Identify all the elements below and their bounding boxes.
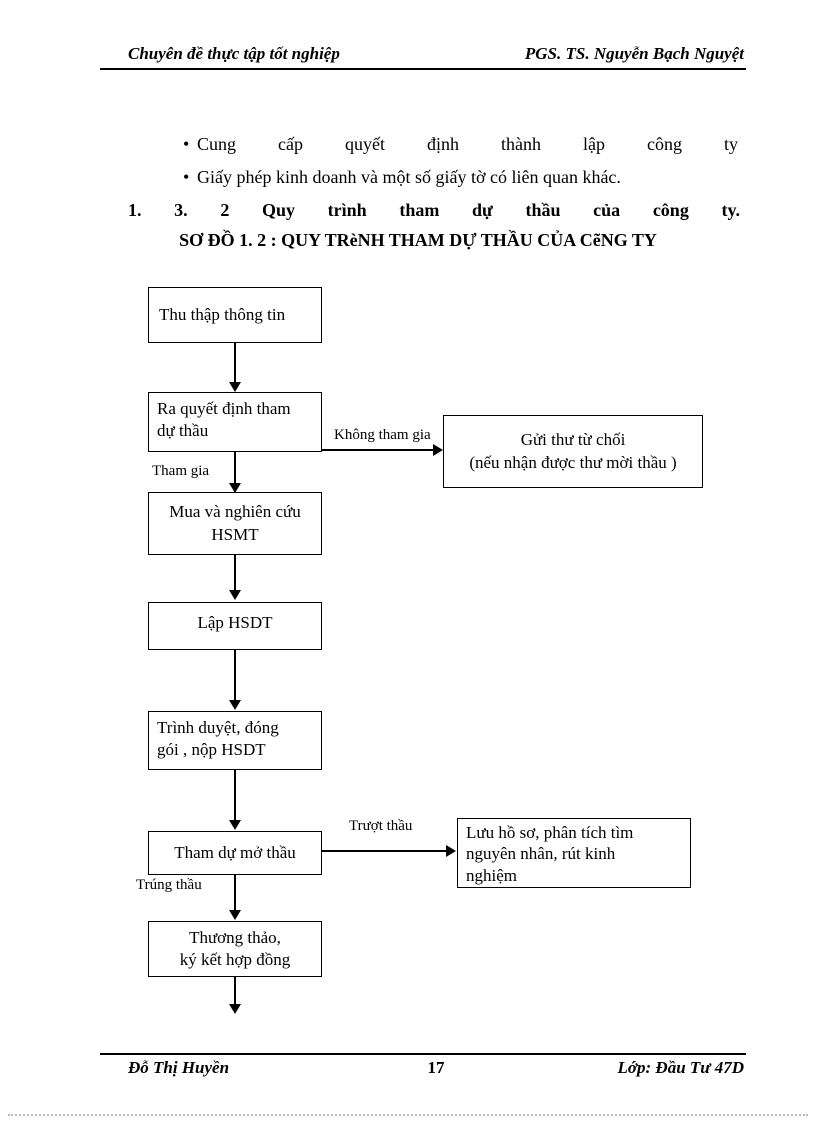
page-number: 17	[427, 1058, 445, 1077]
footer-author-name: Đỗ Thị Huyền	[128, 1058, 230, 1077]
flow-node-label: Tham dự mở thầu	[174, 842, 296, 862]
flow-node-label: Lưu hồ sơ, phân tích tìm	[466, 823, 634, 842]
arrow-down-icon	[229, 820, 241, 830]
flow-node-decide-bid: Ra quyết định tham dự thầu	[148, 392, 322, 452]
flow-node-buy-study-hsmt: Mua và nghiên cứu HSMT	[148, 492, 322, 555]
bullet-item-business-license: Giấy phép kinh doanh và một số giấy tờ c…	[197, 167, 621, 187]
flow-node-label: Thương thảo,	[189, 927, 281, 947]
footer-class-name: Lớp: Đầu Tư 47D	[617, 1058, 745, 1077]
edge-label-lose-bid: Trượt thầu	[349, 818, 413, 834]
flow-node-label: Lập HSDT	[197, 613, 273, 632]
edge-label-win-bid: Trúng thầu	[136, 877, 202, 893]
flow-node-label: (nếu nhận được thư mời thầu )	[469, 452, 677, 472]
flow-node-prepare-hsdt: Lập HSDT	[148, 602, 322, 650]
flow-node-label: Gửi thư từ chối	[520, 430, 626, 450]
flow-node-submit-hsdt: Trình duyệt, đóng gói , nộp HSDT	[148, 711, 322, 770]
arrow-down-icon	[229, 700, 241, 710]
flow-connector-line	[234, 343, 236, 384]
arrow-right-icon	[433, 444, 443, 456]
flow-connector-line	[322, 449, 434, 451]
section-heading: 1. 3. 2 Quy trình tham dự thầu của công …	[128, 200, 740, 220]
flow-node-label: gói , nộp HSDT	[157, 740, 266, 760]
bullet-marker: •	[183, 134, 190, 154]
flow-node-label: Ra quyết định tham	[157, 399, 291, 418]
flow-node-label: dự thầu	[157, 421, 209, 441]
flow-node-label: Thu thập thông tin	[159, 304, 286, 324]
arrow-down-icon	[229, 1004, 241, 1014]
bullet-item-company-decision: Cung cấp quyết định thành lập công ty	[197, 134, 738, 154]
arrow-down-icon	[229, 483, 241, 493]
flow-node-archive-analyze: Lưu hồ sơ, phân tích tìm nguyên nhân, rú…	[457, 818, 691, 888]
flow-node-label: Mua và nghiên cứu	[169, 502, 301, 522]
edge-label-no-join: Không tham gia	[334, 427, 431, 443]
dotted-divider	[8, 1114, 808, 1116]
flow-connector-line	[234, 555, 236, 592]
arrow-right-icon	[446, 845, 456, 857]
page-header: Chuyên đề thực tập tốt nghiệp PGS. TS. N…	[100, 44, 746, 70]
flow-node-label: Trình duyệt, đóng	[157, 718, 279, 737]
arrow-down-icon	[229, 590, 241, 600]
flow-node-send-refusal: Gửi thư từ chối (nếu nhận được thư mời t…	[443, 415, 703, 488]
flow-connector-line	[234, 770, 236, 822]
flow-connector-line	[322, 850, 447, 852]
header-report-title: Chuyên đề thực tập tốt nghiệp	[128, 44, 340, 63]
bullet-marker: •	[183, 167, 190, 187]
flow-node-collect-info: Thu thập thông tin	[148, 287, 322, 343]
flow-node-negotiate-contract: Thương thảo, ký kết hợp đồng	[148, 921, 322, 977]
flow-node-label: nguyên nhân, rút kinh	[466, 844, 616, 864]
flow-connector-line	[234, 452, 236, 485]
flow-node-label: nghiệm	[466, 865, 517, 885]
flow-connector-line	[234, 650, 236, 702]
diagram-title: SƠ ĐỒ 1. 2 : QUY TRèNH THAM DỰ THẦU CỦA …	[179, 230, 657, 250]
flow-connector-line	[234, 977, 236, 1006]
flow-node-label: ký kết hợp đồng	[179, 950, 291, 969]
flow-connector-line	[234, 875, 236, 912]
flow-node-label: HSMT	[211, 524, 259, 544]
header-advisor-name: PGS. TS. Nguyễn Bạch Nguyệt	[524, 44, 744, 63]
edge-label-join: Tham gia	[152, 463, 210, 479]
page-footer: Đỗ Thị Huyền 17 Lớp: Đầu Tư 47D	[100, 1053, 746, 1078]
flow-node-attend-bid-opening: Tham dự mở thầu	[148, 831, 322, 875]
arrow-down-icon	[229, 382, 241, 392]
arrow-down-icon	[229, 910, 241, 920]
